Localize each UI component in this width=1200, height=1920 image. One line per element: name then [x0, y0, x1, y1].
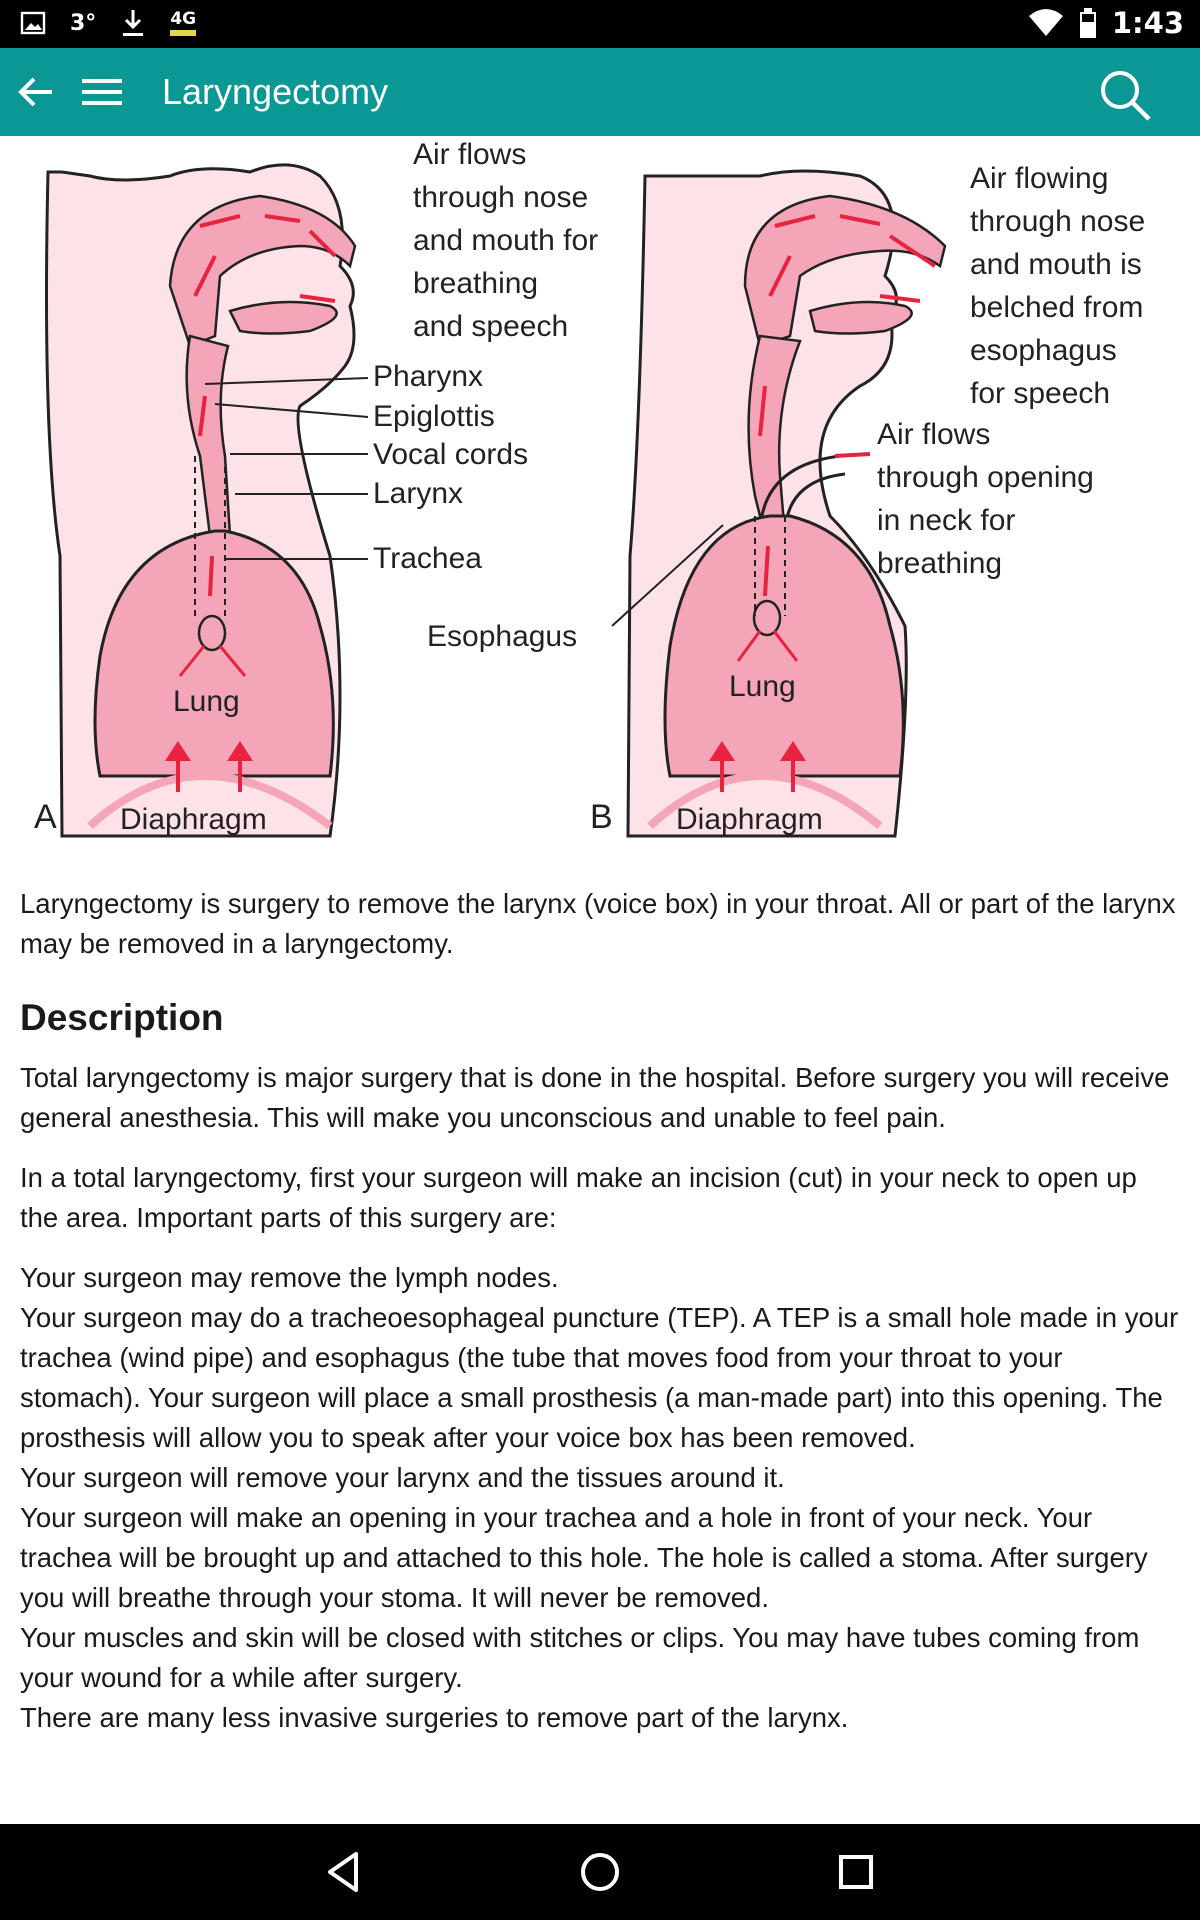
status-bar-right: 1:43: [1028, 6, 1184, 40]
panel-b: Air flowing through nose and mouth is be…: [427, 162, 1153, 838]
label-trachea: Trachea: [373, 542, 482, 575]
label-larynx: Larynx: [373, 477, 463, 510]
list-item: There are many less invasive surgeries t…: [20, 1702, 849, 1733]
hamburger-menu-icon[interactable]: [78, 68, 126, 116]
recents-square-icon[interactable]: [832, 1848, 880, 1896]
back-arrow-icon[interactable]: [12, 68, 60, 116]
panel-b-caption-top: Air flowing through nose and mouth is be…: [970, 162, 1153, 410]
wifi-icon: [1028, 9, 1063, 36]
list-item: Your surgeon may do a tracheoesophageal …: [20, 1302, 1179, 1453]
list-item: Your muscles and skin will be closed wit…: [20, 1622, 1140, 1693]
label-lung-a: Lung: [173, 685, 240, 718]
app-bar: Laryngectomy: [0, 48, 1200, 136]
gallery-icon: [20, 11, 46, 35]
label-pharynx: Pharynx: [373, 360, 483, 393]
label-diaphragm-b: Diaphragm: [676, 803, 823, 836]
description-paragraph-2: In a total laryngectomy, first your surg…: [20, 1162, 1137, 1233]
description-paragraph-1: Total laryngectomy is major surgery that…: [20, 1062, 1170, 1133]
panel-a-nasal-cavity: [168, 194, 357, 348]
temperature-indicator: 3°: [70, 10, 97, 36]
system-nav-bar: [0, 1824, 1200, 1920]
laryngectomy-diagram: Air flows through nose and mouth for bre…: [34, 138, 1153, 838]
status-bar: 3° 4G 1:43: [0, 0, 1200, 48]
panel-b-airflow-arrows: [758, 214, 937, 597]
panel-b-trachea: [754, 516, 786, 616]
panel-a-letter: A: [34, 798, 57, 836]
home-circle-icon[interactable]: [576, 1848, 624, 1896]
panel-b-diaphragm-arrows: [709, 741, 806, 792]
panel-a-diaphragm: [87, 772, 333, 830]
search-icon[interactable]: [1096, 66, 1154, 124]
list-item: Your surgeon will make an opening in you…: [20, 1502, 1148, 1613]
panel-a-bronchi-branches: [178, 645, 247, 677]
panel-a-lung: [93, 529, 335, 778]
list-item: Your surgeon will remove your larynx and…: [20, 1462, 785, 1493]
back-triangle-icon[interactable]: [320, 1848, 368, 1896]
panel-b-bronchi-branches: [736, 630, 799, 662]
panel-a-trachea: [194, 456, 226, 616]
panel-b-letter: B: [590, 798, 613, 836]
download-icon: [123, 10, 144, 36]
section-heading-description: Description: [20, 997, 224, 1038]
panel-a-mouth: [228, 300, 338, 335]
label-diaphragm-a: Diaphragm: [120, 803, 267, 836]
article-body: Laryngectomy is surgery to remove the la…: [20, 884, 1180, 1738]
label-epiglottis: Epiglottis: [373, 400, 495, 433]
panel-b-diaphragm: [647, 772, 883, 830]
panel-b-nasal-cavity: [743, 194, 947, 348]
panel-b-caption-neck: Air flows through opening in neck for br…: [877, 418, 1102, 580]
page-title: Laryngectomy: [162, 71, 389, 112]
battery-icon: [1079, 8, 1096, 38]
status-bar-left: 3° 4G: [20, 8, 197, 38]
network-signal-bar: [170, 30, 197, 36]
label-lung-b: Lung: [729, 670, 796, 703]
surgery-steps-list: Your surgeon may remove the lymph nodes.…: [20, 1258, 1180, 1738]
network-indicator: 4G: [170, 10, 197, 36]
panel-a-bronchi: [197, 614, 227, 652]
panel-a-airflow-arrows: [193, 214, 337, 597]
label-vocal-cords: Vocal cords: [373, 438, 528, 471]
panel-a-label-lines: [204, 377, 369, 560]
intro-paragraph: Laryngectomy is surgery to remove the la…: [20, 888, 1176, 959]
esophagus-label-line: [611, 524, 724, 627]
panel-b-bronchi: [752, 599, 782, 637]
panel-b-mouth: [808, 300, 913, 335]
clock: 1:43: [1111, 6, 1184, 40]
panel-a-caption: Air flows through nose and mouth for bre…: [413, 138, 606, 343]
panel-a: Air flows through nose and mouth for bre…: [34, 138, 606, 838]
label-esophagus: Esophagus: [427, 620, 577, 653]
list-item: Your surgeon may remove the lymph nodes.: [20, 1262, 559, 1293]
